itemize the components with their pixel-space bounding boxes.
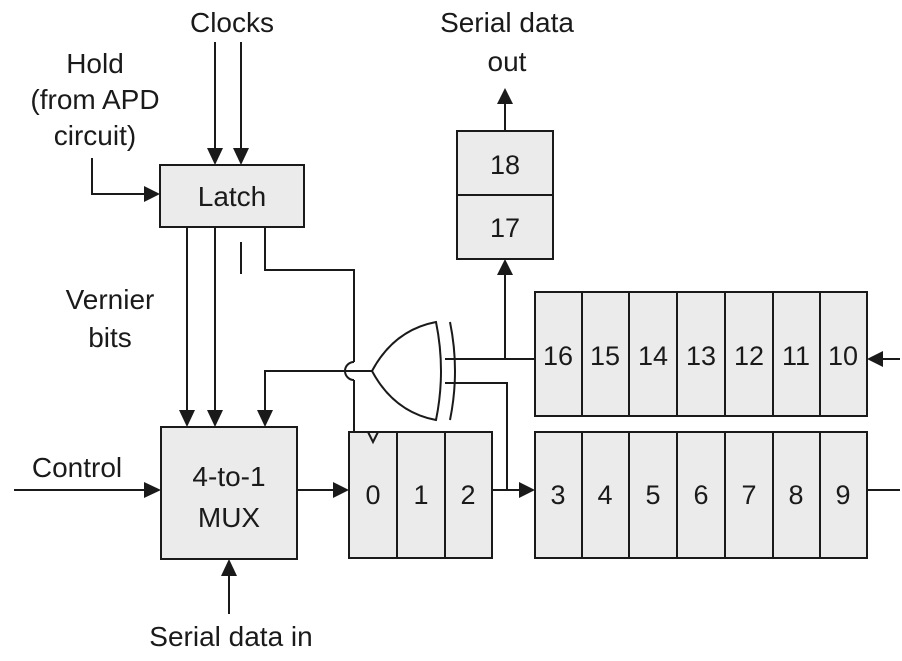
- register-cell-15: 15: [590, 341, 620, 371]
- register-cell-17: 17: [490, 213, 520, 243]
- lower-right-dividers: [581, 432, 821, 558]
- lower-left-register: [348, 431, 493, 559]
- register-cell-5: 5: [645, 480, 660, 510]
- hold-label-line2: (from APD: [30, 84, 159, 115]
- wires: [14, 42, 900, 614]
- arrowheads: [144, 88, 883, 576]
- mux-label-line1: 4-to-1: [192, 461, 265, 492]
- arrowhead-clock-2: [233, 148, 249, 165]
- clocks-label: Clocks: [190, 7, 274, 38]
- lower-left-dividers: [396, 432, 446, 558]
- register-cell-8: 8: [788, 480, 803, 510]
- register-cell-3: 3: [550, 480, 565, 510]
- register-cell-7: 7: [741, 480, 756, 510]
- mux-label-line2: MUX: [198, 502, 261, 533]
- arrowhead-mux-out: [333, 482, 349, 498]
- vernier-label-line1: Vernier: [66, 284, 155, 315]
- arrowhead-xor-feedback: [257, 410, 273, 427]
- register-cell-9: 9: [835, 480, 850, 510]
- serial-out-label-line1: Serial data: [440, 7, 574, 38]
- register-cell-10: 10: [828, 341, 858, 371]
- arrowhead-hold: [144, 186, 160, 202]
- arrowhead-vernier-2: [207, 410, 223, 427]
- arrowhead-reg2-to-reg3: [519, 482, 535, 498]
- register-cell-16: 16: [543, 341, 573, 371]
- arrowhead-vernier-1: [179, 410, 195, 427]
- upper-row-dividers: [581, 292, 821, 416]
- xor-gate: [370, 320, 456, 422]
- serial-out-label-line2: out: [488, 46, 527, 77]
- register-cell-18: 18: [490, 150, 520, 180]
- vernier-label-line2: bits: [88, 322, 132, 353]
- arrowhead-control: [144, 482, 161, 498]
- register-cell-12: 12: [734, 341, 764, 371]
- arrowhead-clock-1: [207, 148, 223, 165]
- register-cell-11: 11: [782, 341, 810, 371]
- register-cell-4: 4: [597, 480, 612, 510]
- mux-block: [160, 426, 298, 560]
- register-cell-1: 1: [413, 480, 428, 510]
- control-label: Control: [32, 452, 122, 483]
- latch-label: Latch: [198, 181, 267, 212]
- register-cell-0: 0: [365, 480, 380, 510]
- hold-label-line1: Hold: [66, 48, 124, 79]
- serial-in-label: Serial data in: [149, 621, 312, 652]
- arrowhead-serial-out: [497, 88, 513, 104]
- upper-register-row: [534, 291, 868, 417]
- arrowhead-reg10-in: [867, 351, 883, 367]
- arrowhead-serial-in: [221, 559, 237, 576]
- register-cell-2: 2: [460, 480, 475, 510]
- register-cell-13: 13: [686, 341, 716, 371]
- hold-label-line3: circuit): [54, 120, 136, 151]
- lower-right-register: [534, 431, 868, 559]
- register-cell-14: 14: [638, 341, 668, 371]
- clock-edge-marker: [367, 431, 379, 445]
- latch-block: [159, 164, 305, 228]
- register-cell-6: 6: [693, 480, 708, 510]
- arrowhead-to-17: [497, 259, 513, 275]
